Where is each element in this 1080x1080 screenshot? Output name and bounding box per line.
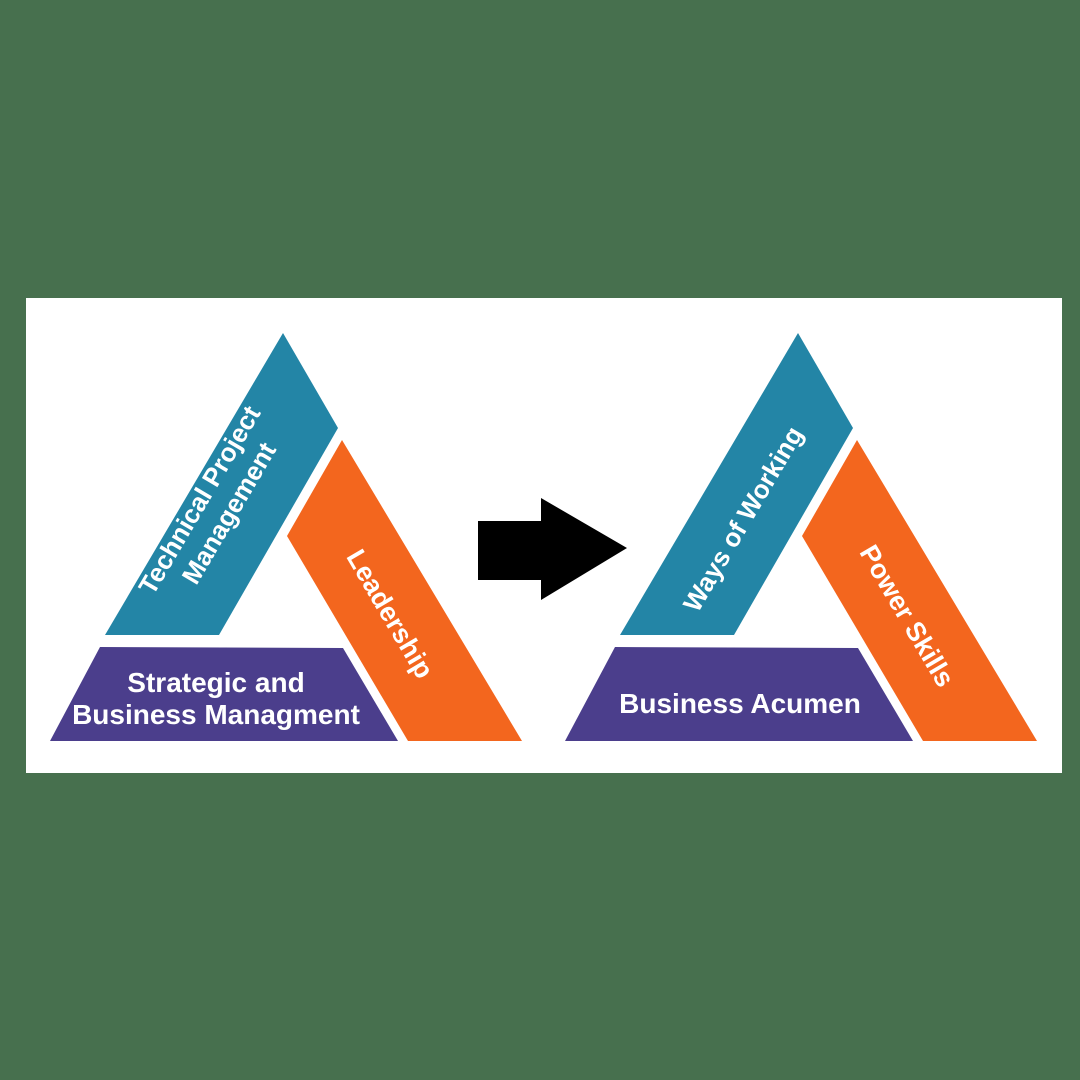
talent-triangle-diagram: Technical Project Management Leadership … — [50, 333, 1037, 741]
right-arrow-icon — [478, 498, 627, 600]
strategic-business-management-label-line2: Business Managment — [72, 699, 360, 730]
right-talent-triangle: Ways of Working Power Skills Business Ac… — [565, 333, 1037, 741]
strategic-business-management-label-line1: Strategic and — [127, 667, 304, 698]
leadership-band — [287, 440, 522, 741]
power-skills-band — [802, 440, 1037, 741]
ways-of-working-band — [620, 333, 853, 635]
business-acumen-band — [565, 647, 913, 741]
diagram-card: Technical Project Management Leadership … — [26, 298, 1062, 773]
strategic-business-management-band — [50, 647, 398, 741]
left-talent-triangle: Technical Project Management Leadership … — [50, 333, 522, 741]
technical-project-management-band — [105, 333, 338, 635]
business-acumen-label: Business Acumen — [619, 688, 861, 719]
